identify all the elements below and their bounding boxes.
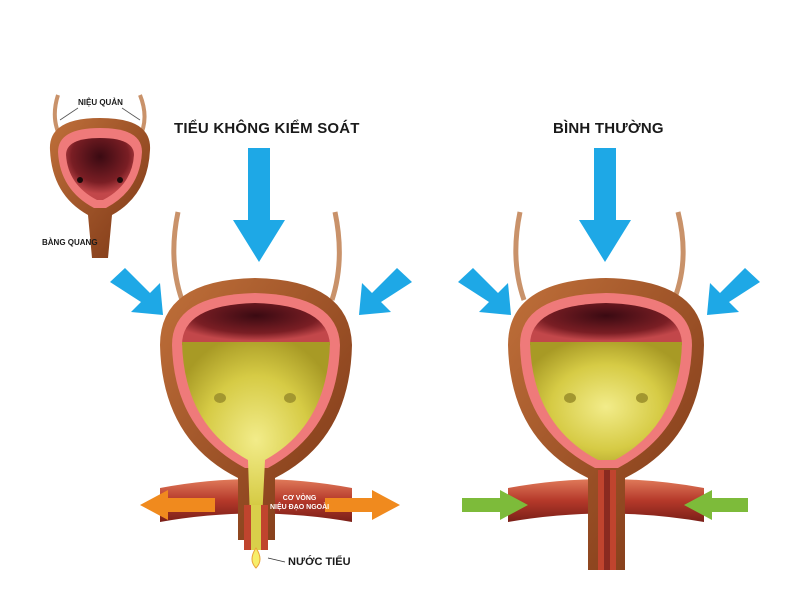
arrow-diagonal-icon <box>359 268 412 315</box>
bladder-label: BÀNG QUANG <box>42 238 98 247</box>
arrow-down-icon <box>579 148 631 262</box>
sphincter-label-line2: NIỆU ĐẠO NGOÀI <box>270 504 330 511</box>
arrow-diagonal-icon <box>110 268 163 315</box>
arrow-down-icon <box>233 148 285 262</box>
incontinence-bladder <box>160 211 352 569</box>
arrow-diagonal-icon <box>707 268 760 315</box>
incontinence-title: TIỂU KHÔNG KIỂM SOÁT <box>174 120 360 137</box>
double-arrow-outward-icon <box>140 490 400 520</box>
pressure-arrows-right <box>458 148 760 315</box>
small-bladder-illustration <box>49 94 151 258</box>
normal-bladder <box>508 211 704 570</box>
ureter-label: NIỆU QUẢN <box>78 98 123 107</box>
pressure-arrows-left <box>110 148 412 315</box>
urine-droplet-icon <box>251 547 261 569</box>
normal-title: BÌNH THƯỜNG <box>553 120 664 137</box>
arrow-diagonal-icon <box>458 268 511 315</box>
sphincter-label: CƠ VÒNG NIỆU ĐẠO NGOÀI <box>270 494 329 512</box>
sphincter-label-line1: CƠ VÒNG <box>282 495 317 502</box>
double-arrow-inward-icon <box>462 490 748 520</box>
urine-label: NƯỚC TIỂU <box>288 556 351 568</box>
